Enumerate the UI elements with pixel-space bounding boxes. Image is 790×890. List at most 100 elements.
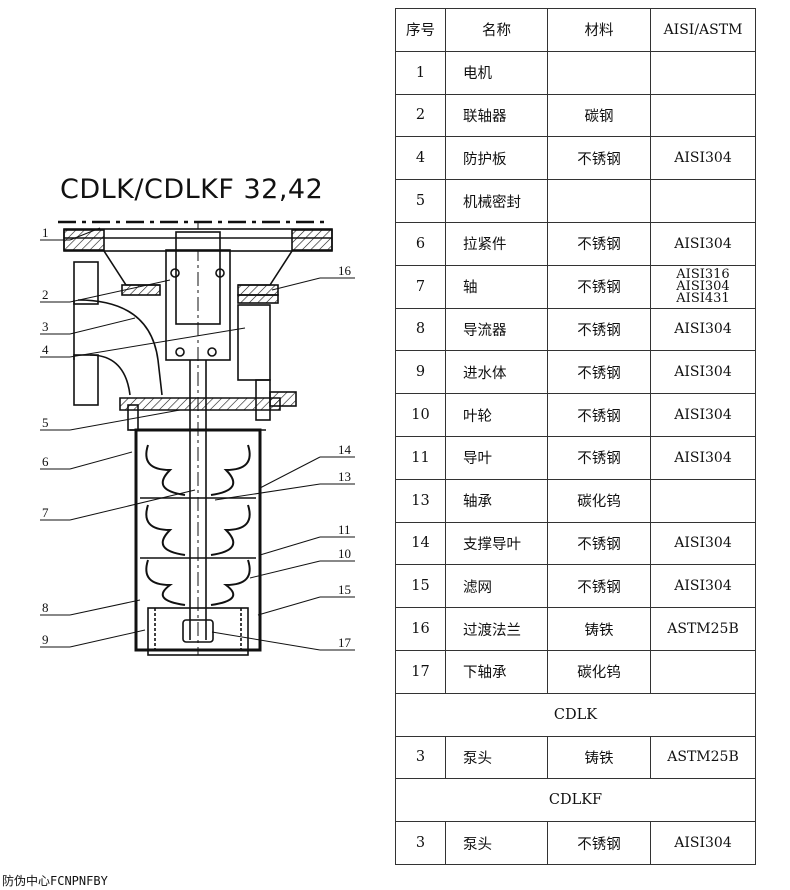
table-cell: 滤网	[445, 564, 548, 609]
table-cell: 2	[395, 93, 446, 138]
table-cell: 支撑导叶	[445, 521, 548, 566]
table-cell: AISI304	[650, 307, 756, 352]
table-cell: 导叶	[445, 435, 548, 480]
table-cell: AISI304	[650, 221, 756, 266]
part-label: 6	[42, 454, 49, 469]
table-cell: 11	[395, 435, 446, 480]
variant-header-row: CDLK	[395, 692, 756, 737]
table-cell: 过渡法兰	[445, 607, 548, 651]
table-cell: 联轴器	[445, 93, 548, 138]
watermark-footer: 防伪中心FCNPNFBY	[2, 874, 108, 888]
table-cell: AISI304	[650, 521, 756, 566]
table-cell	[650, 50, 756, 95]
table-cell: AISI304	[650, 435, 756, 480]
part-label: 1	[42, 225, 49, 240]
table-cell: 碳钢	[547, 93, 651, 138]
table-cell: 材料	[547, 8, 651, 52]
table-cell: 碳化钨	[547, 478, 651, 523]
table-cell: 8	[395, 307, 446, 352]
table-cell: 9	[395, 350, 446, 395]
table-cell: 名称	[445, 8, 548, 52]
table-cell: AISI304	[650, 350, 756, 395]
table-cell: 铸铁	[547, 735, 651, 780]
table-cell: 不锈钢	[547, 435, 651, 480]
table-cell: 泵头	[445, 821, 548, 865]
table-cell	[650, 649, 756, 694]
table-cell: 4	[395, 136, 446, 181]
part-label: 16	[338, 263, 352, 278]
table-cell: 防护板	[445, 136, 548, 181]
variant-name: CDLKF	[395, 778, 756, 823]
table-cell: ASTM25B	[650, 607, 756, 651]
variant-header-row: CDLKF	[395, 778, 756, 823]
table-cell: 1	[395, 50, 446, 95]
table-cell: 不锈钢	[547, 350, 651, 395]
table-cell: 不锈钢	[547, 564, 651, 609]
table-cell: 碳化钨	[547, 649, 651, 694]
drawing-title: CDLK/CDLKF 32,42	[60, 174, 324, 205]
part-label: 7	[42, 505, 49, 520]
table-cell: 13	[395, 478, 446, 523]
table-cell: 不锈钢	[547, 136, 651, 181]
table-cell: 不锈钢	[547, 264, 651, 309]
table-cell: 不锈钢	[547, 821, 651, 865]
table-cell: 不锈钢	[547, 393, 651, 437]
variant-name: CDLK	[395, 692, 756, 737]
part-label: 17	[338, 635, 352, 650]
table-cell: 不锈钢	[547, 307, 651, 352]
table-cell: AISI304	[650, 564, 756, 609]
table-cell: 5	[395, 179, 446, 223]
table-cell: 不锈钢	[547, 221, 651, 266]
table-cell: AISI/ASTM	[650, 8, 756, 52]
table-cell: 17	[395, 649, 446, 694]
table-cell	[547, 179, 651, 223]
table-cell: AISI304	[650, 136, 756, 181]
table-cell: 拉紧件	[445, 221, 548, 266]
table-cell: 进水体	[445, 350, 548, 395]
part-label: 15	[338, 582, 351, 597]
table-cell: 电机	[445, 50, 548, 95]
table-cell	[547, 50, 651, 95]
table-cell: 14	[395, 521, 446, 566]
table-cell: AISI304	[650, 393, 756, 437]
table-cell: 10	[395, 393, 446, 437]
table-cell: 不锈钢	[547, 521, 651, 566]
table-cell: 泵头	[445, 735, 548, 780]
part-label: 14	[338, 442, 352, 457]
table-cell: ASTM25B	[650, 735, 756, 780]
table-cell: 导流器	[445, 307, 548, 352]
part-label: 8	[42, 600, 49, 615]
table-cell	[650, 179, 756, 223]
table-cell: 3	[395, 821, 446, 865]
part-label: 11	[338, 522, 351, 537]
table-cell: 15	[395, 564, 446, 609]
part-label: 9	[42, 632, 49, 647]
table-cell: AISI304	[650, 821, 756, 865]
table-cell: 叶轮	[445, 393, 548, 437]
table-cell	[650, 93, 756, 138]
table-cell: 7	[395, 264, 446, 309]
table-cell: 6	[395, 221, 446, 266]
table-cell: 3	[395, 735, 446, 780]
table-cell: 轴	[445, 264, 548, 309]
table-cell: 下轴承	[445, 649, 548, 694]
part-label: 3	[42, 319, 49, 334]
table-cell: 铸铁	[547, 607, 651, 651]
